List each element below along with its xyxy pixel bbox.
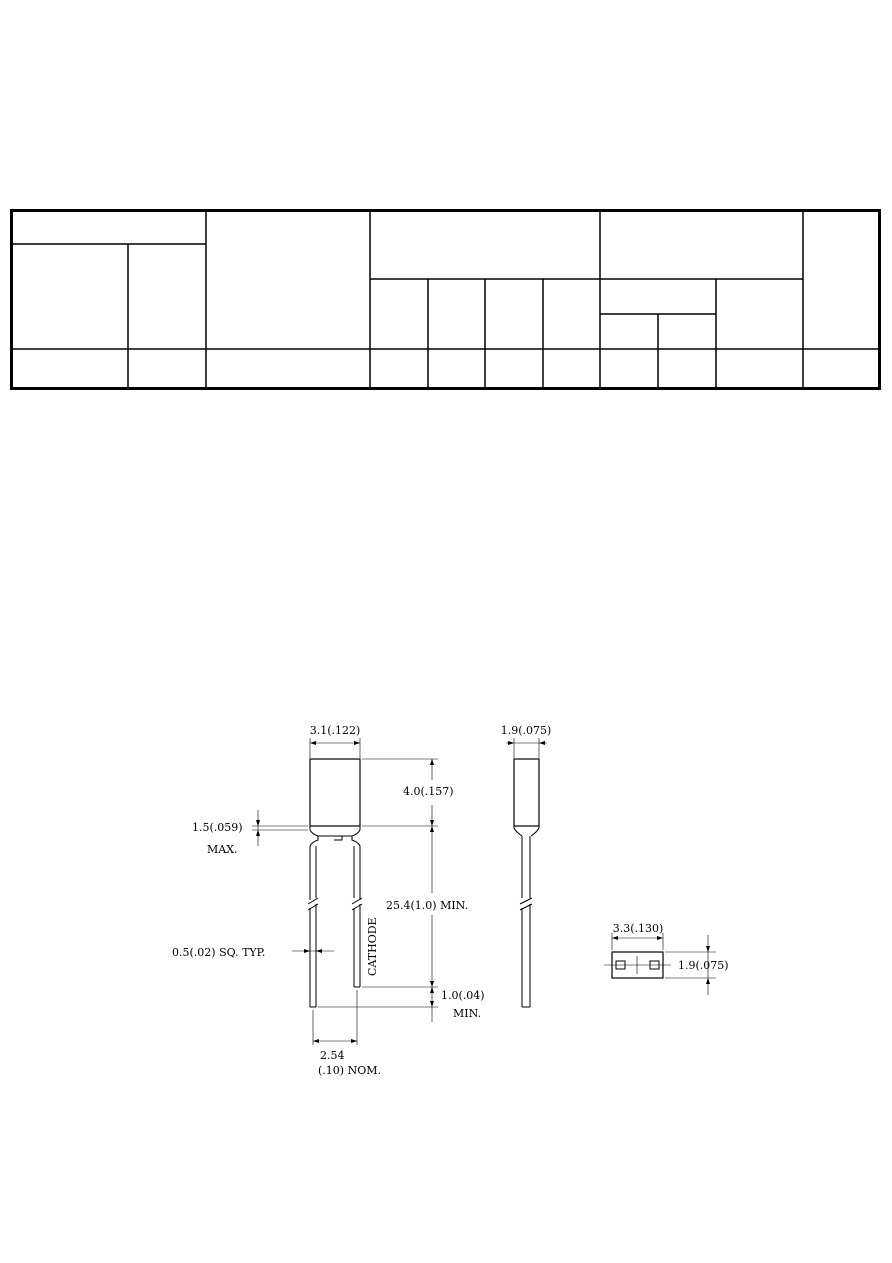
body-width-label: 3.1(.122) bbox=[310, 724, 361, 737]
top-width-label: 3.3(.130) bbox=[613, 922, 664, 935]
pitch-label: 2.54 bbox=[320, 1049, 345, 1062]
cathode-label: CATHODE bbox=[366, 917, 379, 976]
lead-length-label: 25.4(1.0) MIN. bbox=[386, 899, 468, 912]
side-width-label: 1.9(.075) bbox=[501, 724, 552, 737]
shoulder-note-label: MAX. bbox=[207, 843, 238, 856]
lead-size-label: 0.5(.02) SQ. TYP. bbox=[172, 946, 265, 959]
spec-table-grid bbox=[10, 209, 881, 390]
pitch-note-label: (.10) NOM. bbox=[318, 1064, 381, 1077]
lead-tip-note-label: MIN. bbox=[453, 1007, 481, 1020]
package-outline-drawing: 3.1(.122) 4.0(.157) 1.5(.059) MAX. 25.4(… bbox=[0, 700, 892, 1120]
spec-table bbox=[10, 209, 882, 391]
top-depth-label: 1.9(.075) bbox=[678, 959, 729, 972]
shoulder-label: 1.5(.059) bbox=[192, 821, 243, 834]
lead-tip-label: 1.0(.04) bbox=[441, 989, 485, 1002]
body-height-label: 4.0(.157) bbox=[403, 785, 454, 798]
outline-svg: 3.1(.122) 4.0(.157) 1.5(.059) MAX. 25.4(… bbox=[172, 724, 729, 1077]
